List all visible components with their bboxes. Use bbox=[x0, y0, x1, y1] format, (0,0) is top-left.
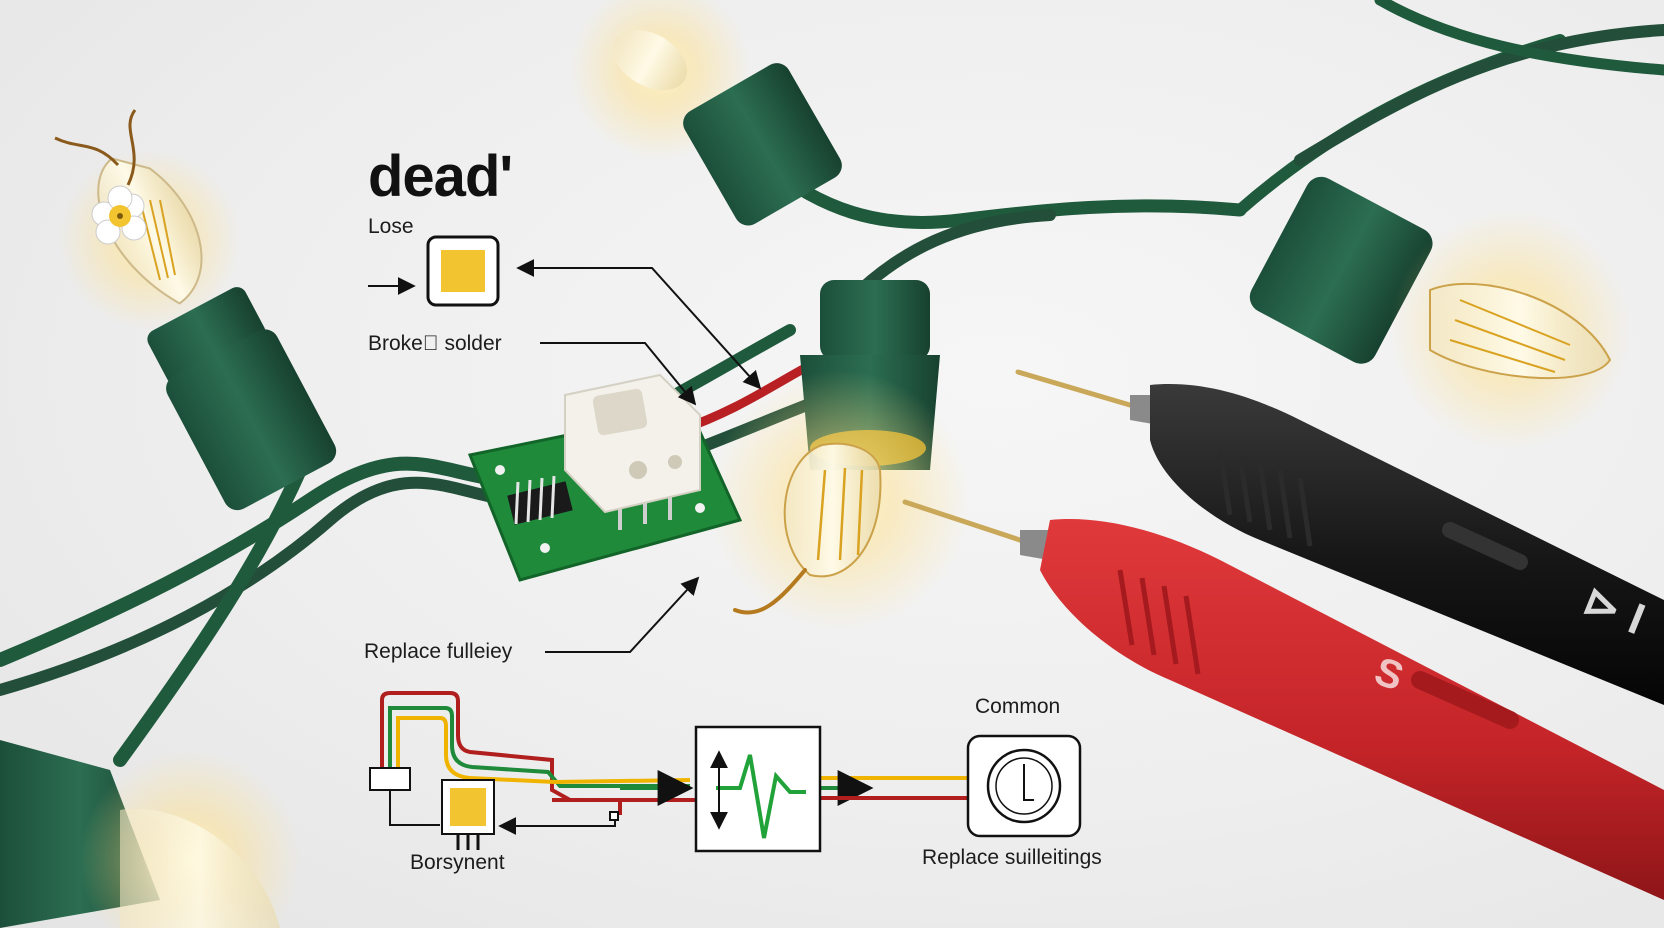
resistor-icon bbox=[369, 767, 440, 826]
socket-top-left bbox=[147, 287, 337, 511]
bulb-center-lit bbox=[710, 370, 970, 630]
label-replace-fuse: Replace fulleiey bbox=[364, 640, 513, 663]
pulse-meter-icon bbox=[694, 725, 822, 853]
bulb-right-lit bbox=[1390, 210, 1630, 450]
label-lose: Lose bbox=[368, 215, 414, 238]
black-probe bbox=[1015, 369, 1664, 705]
red-probe bbox=[902, 499, 1664, 900]
label-broken-solder: Broke  solder bbox=[368, 332, 502, 355]
label-component: Borsynent bbox=[410, 851, 505, 874]
arrow-fuse-to-bulb bbox=[516, 259, 762, 390]
bulb-top-left bbox=[54, 109, 240, 330]
fuse-icon bbox=[426, 235, 500, 307]
socket-top-center bbox=[683, 63, 842, 226]
flower-decal bbox=[91, 185, 147, 245]
socket-right bbox=[1249, 176, 1433, 364]
dial-gauge-icon bbox=[966, 734, 1082, 838]
white-connector bbox=[564, 373, 701, 514]
label-replace-settings: Replace suilleitings bbox=[922, 846, 1102, 869]
annotation-arrows bbox=[368, 259, 762, 653]
label-common: Common bbox=[975, 695, 1061, 718]
component-fuse-icon bbox=[441, 779, 619, 850]
bulb-bottom-left-lit bbox=[80, 750, 300, 928]
diagram-title: dead' bbox=[368, 144, 513, 209]
arrow-replace-fuse bbox=[545, 576, 700, 653]
circuit-schematic bbox=[380, 691, 970, 815]
arrow-broken-solder bbox=[540, 342, 697, 406]
